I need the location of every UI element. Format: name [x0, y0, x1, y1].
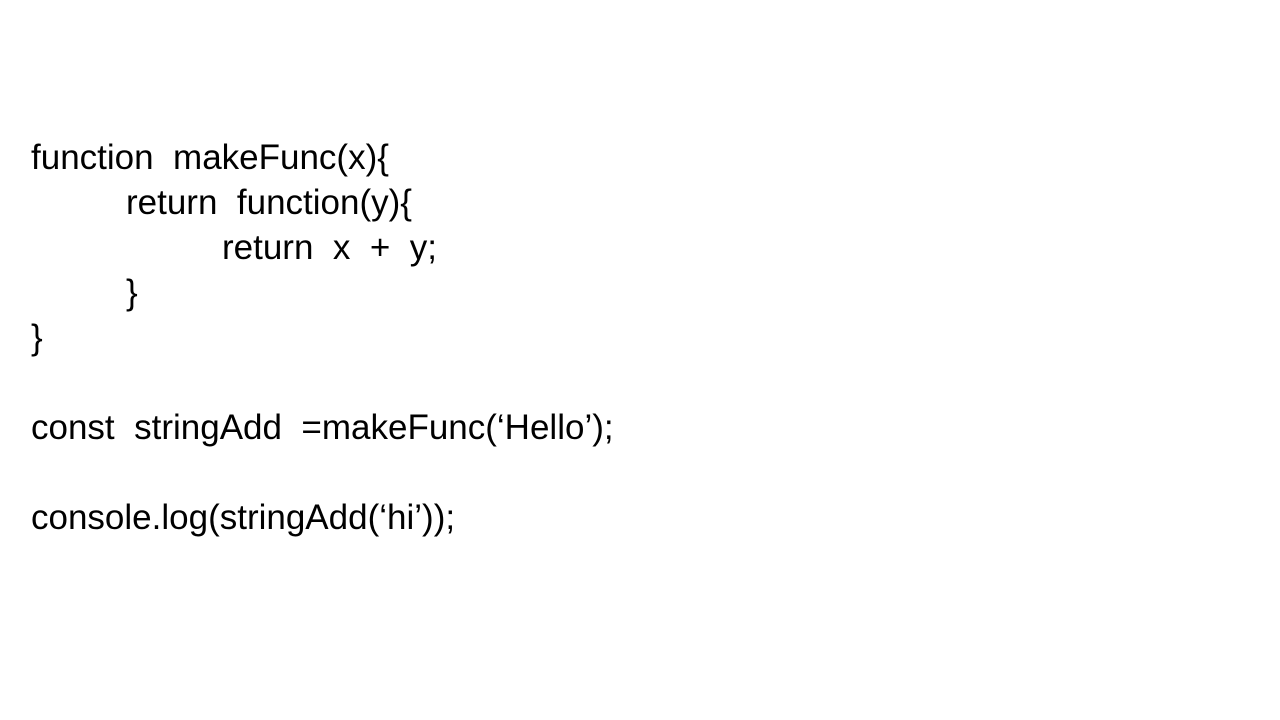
- code-line-blank: [31, 360, 614, 405]
- code-line-outer-close-brace: }: [31, 318, 43, 357]
- code-line-return-sum: return x + y;: [222, 228, 437, 267]
- code-line-console-log: console.log(stringAdd(‘hi’));: [31, 498, 456, 537]
- code-line-function-declaration: function makeFunc(x){: [31, 138, 389, 177]
- code-line-const-assignment: const stringAdd =makeFunc(‘Hello’);: [31, 408, 614, 447]
- code-block: function makeFunc(x){ return function(y)…: [31, 135, 614, 540]
- code-line-blank: [31, 450, 614, 495]
- code-line-return-function: return function(y){: [126, 183, 412, 222]
- code-line-inner-close-brace: }: [126, 273, 138, 312]
